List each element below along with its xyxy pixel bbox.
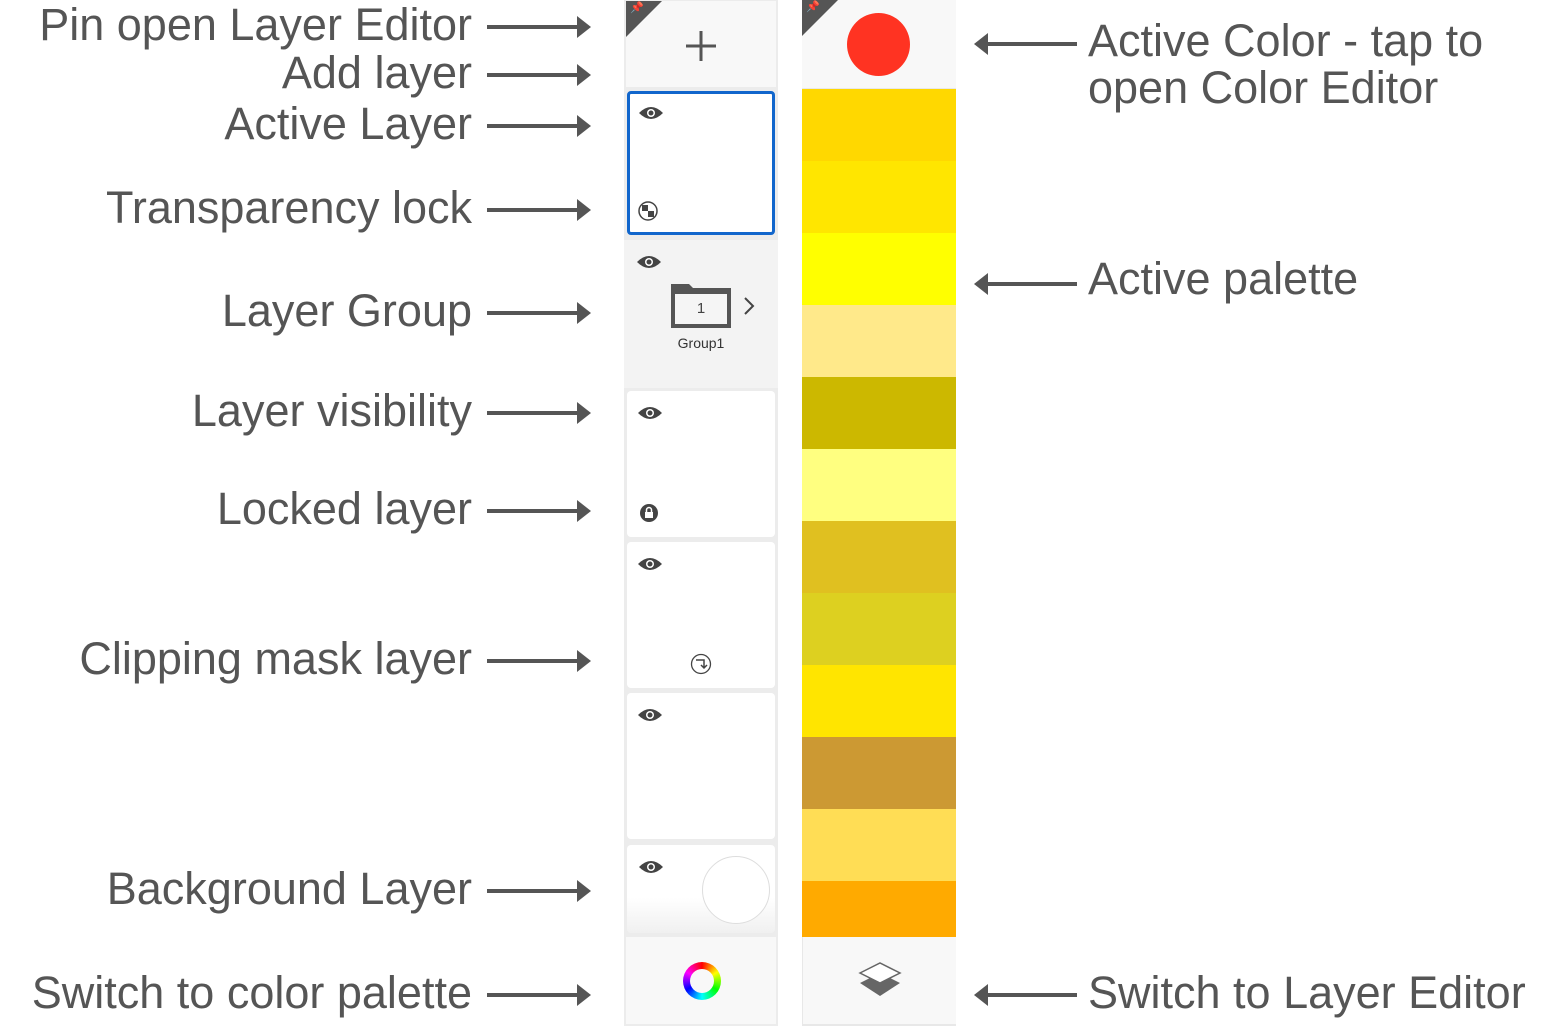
palette-swatch[interactable] [802, 305, 956, 377]
palette-swatch[interactable] [802, 233, 956, 305]
palette-swatch[interactable] [802, 881, 956, 937]
layer-group[interactable]: 1 Group1 [624, 240, 778, 388]
palette-swatch[interactable] [802, 665, 956, 737]
arrow [487, 650, 591, 672]
label-background-layer: Background Layer [106, 863, 472, 914]
arrow [487, 500, 591, 522]
switch-to-color-palette-button[interactable] [626, 937, 776, 1024]
switch-to-layer-editor-button[interactable] [803, 937, 956, 1024]
arrow [974, 33, 1077, 55]
active-palette [802, 89, 956, 937]
arrow [487, 115, 591, 137]
group-name: Group1 [677, 335, 725, 351]
label-locked-layer: Locked layer [216, 483, 472, 534]
chevron-right-icon[interactable] [743, 296, 755, 316]
palette-swatch[interactable] [802, 161, 956, 233]
palette-swatch[interactable] [802, 89, 956, 161]
visibility-eye-icon[interactable] [637, 405, 663, 421]
label-layer-group: Layer Group [221, 285, 472, 336]
arrow [974, 273, 1077, 295]
lock-icon[interactable] [639, 503, 659, 523]
arrow [974, 984, 1077, 1006]
background-layer[interactable] [627, 845, 775, 933]
label-add-layer: Add layer [281, 47, 472, 98]
palette-swatch[interactable] [802, 809, 956, 881]
label-active-color-2: open Color Editor [1088, 62, 1439, 113]
transparency-lock-icon[interactable] [638, 201, 658, 221]
palette-swatch[interactable] [802, 737, 956, 809]
palette-swatch[interactable] [802, 449, 956, 521]
arrow [487, 880, 591, 902]
background-color-swatch[interactable] [702, 856, 770, 924]
clipping-mask-icon [690, 653, 712, 675]
arrow [487, 16, 591, 38]
folder-icon [671, 284, 731, 328]
label-active-palette: Active palette [1088, 253, 1359, 304]
palette-swatch[interactable] [802, 593, 956, 665]
visibility-eye-icon[interactable] [637, 556, 663, 572]
layer-editor-panel: 📌 1 Group1 [624, 0, 778, 1026]
label-active-color-1: Active Color - tap to [1088, 15, 1484, 66]
pin-button[interactable]: 📌 [802, 0, 838, 36]
palette-swatch[interactable] [802, 377, 956, 449]
layers-icon [858, 962, 902, 996]
clipping-mask-layer[interactable] [627, 542, 775, 688]
arrow [487, 199, 591, 221]
palette-swatch[interactable] [802, 521, 956, 593]
color-wheel-icon [683, 962, 721, 1000]
pin-icon: 📌 [630, 2, 644, 14]
label-transparency-lock: Transparency lock [106, 182, 472, 233]
active-layer[interactable] [627, 91, 775, 235]
arrow [487, 984, 591, 1006]
arrow [487, 64, 591, 86]
pin-icon: 📌 [806, 1, 820, 13]
label-clipping-mask: Clipping mask layer [79, 633, 472, 684]
group-layer-count: 1 [696, 300, 706, 317]
label-switch-layer-editor: Switch to Layer Editor [1088, 967, 1526, 1018]
visibility-eye-icon[interactable] [638, 859, 664, 875]
pin-button[interactable]: 📌 [626, 1, 662, 37]
visibility-eye-icon[interactable] [636, 254, 662, 270]
plus-icon [686, 31, 716, 61]
label-pin-open-layer-editor: Pin open Layer Editor [39, 0, 472, 50]
arrow [487, 302, 591, 324]
visibility-eye-icon[interactable] [637, 707, 663, 723]
color-palette-panel: 📌 [802, 0, 956, 1026]
layer[interactable] [627, 693, 775, 839]
label-layer-visibility: Layer visibility [191, 385, 472, 436]
add-layer-button[interactable]: 📌 [626, 1, 776, 87]
locked-layer[interactable] [627, 391, 775, 537]
label-switch-color-palette: Switch to color palette [31, 967, 472, 1018]
label-active-layer: Active Layer [224, 98, 472, 149]
arrow [487, 402, 591, 424]
active-color-button[interactable] [847, 13, 910, 76]
active-color-header: 📌 [802, 0, 956, 88]
visibility-eye-icon[interactable] [638, 105, 664, 121]
